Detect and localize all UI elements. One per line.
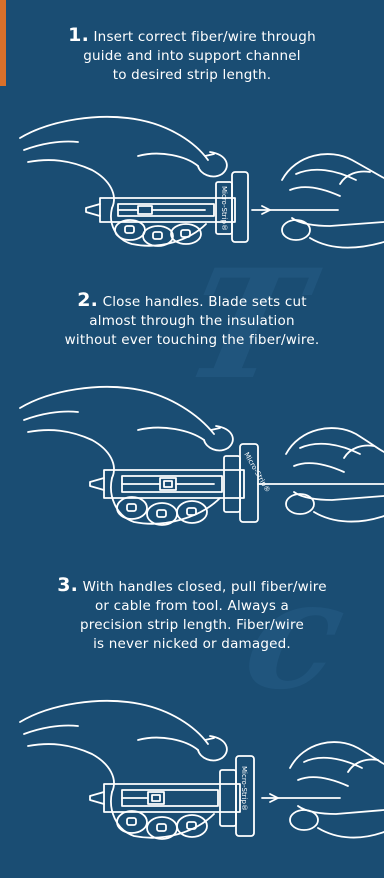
step-2-illustration: Micro-Strip® (0, 370, 384, 540)
step-3-number: 3. (57, 574, 78, 596)
step-2-line-3: without ever touching the fiber/wire. (65, 332, 320, 348)
step-3-line-3: precision strip length. Fiber/wire (80, 617, 304, 633)
step-3-line-4: is never nicked or damaged. (93, 636, 291, 652)
step-3-illustration: Micro-Strip® (0, 684, 384, 860)
step-2-line-2: almost through the insulation (89, 313, 294, 329)
step-1-caption: 1. Insert correct fiber/wire through gui… (0, 26, 384, 85)
stripper-tool-icon: Micro-Strip® (86, 172, 248, 242)
tool-brand-label: Micro-Strip® (242, 451, 271, 494)
step-1-line-1: Insert correct fiber/wire through (94, 29, 316, 45)
left-hand-icon (20, 701, 227, 838)
tool-brand-label: Micro-Strip® (240, 766, 248, 811)
step-2-line-1: Close handles. Blade sets cut (103, 294, 307, 310)
stripper-tool-icon: Micro-Strip® (90, 756, 254, 836)
right-hand-icon (286, 428, 384, 522)
right-hand-icon (290, 742, 384, 838)
step-1-line-3: to desired strip length. (113, 67, 272, 83)
right-hand-icon (282, 154, 384, 248)
step-2-caption: 2. Close handles. Blade sets cut almost … (0, 291, 384, 350)
fiber-wire-icon (262, 794, 340, 802)
step-3-line-2: or cable from tool. Always a (95, 598, 289, 614)
step-1-number: 1. (68, 24, 89, 46)
step-3-caption: 3. With handles closed, pull fiber/wire … (0, 576, 384, 654)
step-1-line-2: guide and into support channel (83, 48, 300, 64)
fiber-wire-icon (252, 206, 338, 214)
step-3-line-1: With handles closed, pull fiber/wire (83, 579, 327, 595)
step-2-number: 2. (77, 289, 98, 311)
tool-brand-label: Micro-Strip® (220, 186, 228, 231)
step-1-illustration: Micro-Strip® (0, 100, 384, 260)
